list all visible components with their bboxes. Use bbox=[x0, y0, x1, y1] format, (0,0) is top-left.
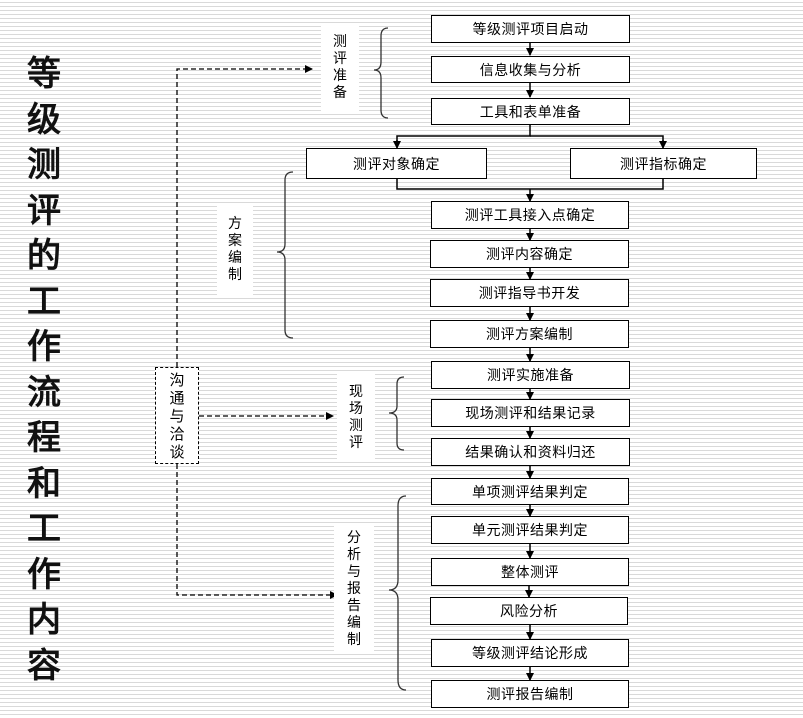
phase-label-char: 备 bbox=[333, 85, 347, 101]
split-line-right bbox=[530, 135, 664, 145]
title-char: 级 bbox=[27, 99, 61, 140]
phase-label-char: 分 bbox=[347, 529, 361, 546]
dashed-comm-to-analysis bbox=[176, 464, 338, 599]
phase-label-char: 制 bbox=[228, 267, 242, 283]
phase-label-char: 评 bbox=[333, 51, 347, 67]
step-content-determination: 测评内容确定 bbox=[430, 240, 629, 268]
step-confirm-return: 结果确认和资料归还 bbox=[431, 438, 630, 466]
title-char: 工 bbox=[27, 509, 61, 549]
step-indicator-determination: 测评指标确定 bbox=[570, 148, 757, 179]
title-char: 容 bbox=[27, 645, 61, 686]
phase-label-onsite: 现场测评 bbox=[337, 374, 375, 462]
bracket-onsite bbox=[388, 376, 405, 451]
step-project-start: 等级测评项目启动 bbox=[431, 15, 630, 43]
title-char: 评 bbox=[27, 190, 61, 231]
title-char: 作 bbox=[27, 327, 61, 367]
communication-char: 洽 bbox=[169, 424, 185, 443]
phase-label-char: 制 bbox=[347, 631, 361, 648]
step-risk-analysis: 风险分析 bbox=[430, 597, 628, 625]
title-char: 测 bbox=[27, 145, 61, 185]
phase-label-char: 编 bbox=[228, 250, 242, 266]
phase-label-char: 测 bbox=[349, 418, 363, 434]
bracket-analysis bbox=[388, 495, 407, 691]
phase-label-char: 案 bbox=[228, 233, 242, 249]
phase-label-char: 场 bbox=[349, 401, 363, 417]
phase-label-char: 测 bbox=[333, 34, 347, 50]
title-char: 作 bbox=[27, 554, 61, 595]
phase-label-char: 编 bbox=[347, 614, 361, 631]
diagram-title: 等级测评的工作流程和工作内容 bbox=[22, 52, 66, 689]
step-plan-compilation: 测评方案编制 bbox=[430, 320, 629, 348]
step-report-compilation: 测评报告编制 bbox=[431, 680, 629, 708]
split-line bbox=[396, 125, 531, 145]
bracket-preparation bbox=[373, 27, 389, 119]
communication-char: 谈 bbox=[169, 442, 185, 461]
phase-label-char: 报 bbox=[347, 580, 361, 597]
step-unit-judgement: 单元测评结果判定 bbox=[431, 516, 629, 544]
title-char: 等 bbox=[27, 54, 61, 94]
merge-line bbox=[396, 178, 664, 190]
phase-label-char: 析 bbox=[347, 546, 361, 563]
phase-label-char: 与 bbox=[347, 563, 361, 580]
step-access-point: 测评工具接入点确定 bbox=[431, 201, 629, 229]
phase-label-plan: 方案编制 bbox=[217, 205, 253, 295]
communication-char: 与 bbox=[169, 406, 185, 425]
step-onsite-record: 现场测评和结果记录 bbox=[431, 399, 630, 427]
title-char: 和 bbox=[27, 463, 61, 504]
step-single-item-judgement: 单项测评结果判定 bbox=[431, 478, 629, 505]
phase-label-analysis: 分析与报告编制 bbox=[334, 525, 374, 653]
communication-char: 通 bbox=[169, 388, 185, 407]
communication-char: 沟 bbox=[169, 370, 185, 389]
step-guide-development: 测评指导书开发 bbox=[430, 279, 629, 307]
step-overall-evaluation: 整体测评 bbox=[431, 558, 629, 586]
phase-label-preparation: 测评准备 bbox=[321, 25, 359, 111]
title-char: 内 bbox=[27, 600, 61, 640]
phase-label-char: 现 bbox=[349, 384, 363, 400]
step-conclusion: 等级测评结论形成 bbox=[431, 639, 629, 667]
step-tool-form-prep: 工具和表单准备 bbox=[431, 98, 630, 125]
step-implementation-prep: 测评实施准备 bbox=[431, 361, 630, 389]
title-char: 程 bbox=[27, 418, 61, 458]
title-char: 的 bbox=[27, 236, 61, 276]
phase-label-char: 告 bbox=[347, 597, 361, 614]
title-char: 流 bbox=[27, 372, 61, 413]
phase-label-char: 方 bbox=[228, 216, 242, 232]
bracket-plan bbox=[276, 171, 294, 339]
phase-label-char: 评 bbox=[349, 435, 363, 451]
phase-label-char: 准 bbox=[333, 68, 347, 84]
step-target-determination: 测评对象确定 bbox=[306, 148, 487, 179]
step-info-collection: 信息收集与分析 bbox=[431, 56, 630, 83]
title-char: 工 bbox=[27, 281, 61, 322]
communication-box: 沟通与洽谈 bbox=[155, 367, 199, 464]
